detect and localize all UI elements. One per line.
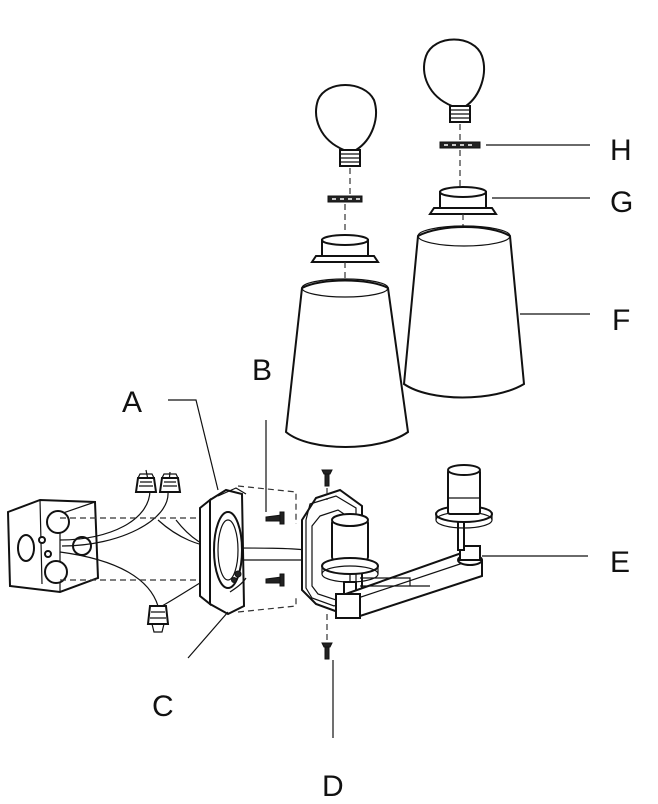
label-f: F — [612, 304, 630, 337]
right-bulb — [423, 38, 485, 123]
fixture-arm — [335, 519, 483, 619]
wire-nut-top-left — [134, 473, 158, 493]
left-shade-collar — [310, 234, 380, 263]
mounting-screw-upper — [265, 511, 285, 525]
label-d: D — [322, 770, 344, 803]
right-shade-ring — [439, 141, 481, 149]
left-lamp-shade — [284, 278, 410, 448]
wire-nut-top-right — [158, 473, 182, 493]
left-shade-ring — [327, 195, 363, 203]
top-screw — [321, 469, 333, 487]
mounting-bracket — [199, 487, 247, 616]
wire-nut-bottom — [146, 605, 170, 633]
label-h: H — [610, 134, 632, 167]
right-candle-cup — [435, 464, 493, 529]
right-shade-collar — [428, 186, 498, 215]
label-a: A — [122, 386, 142, 419]
label-b: B — [252, 354, 272, 387]
left-candle-cup — [321, 513, 379, 597]
leader-lines — [168, 144, 590, 738]
bottom-screw — [321, 642, 333, 660]
mounting-screw-lower — [265, 573, 285, 587]
label-c: C — [152, 690, 174, 723]
label-e: E — [610, 546, 630, 579]
right-lamp-shade — [402, 225, 526, 399]
left-bulb — [315, 84, 377, 167]
label-g: G — [610, 186, 633, 219]
junction-box — [6, 498, 100, 594]
